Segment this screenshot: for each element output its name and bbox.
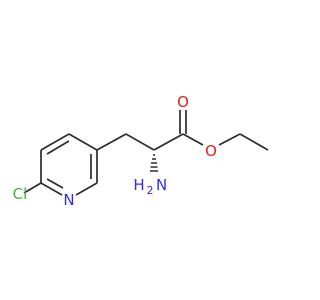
bond-c6-n1-inner: [46, 178, 64, 189]
stereo-hash-wedge: [150, 154, 158, 172]
bond-o-ch2: [218, 133, 241, 146]
ring-nitrogen-label: N: [63, 191, 74, 209]
molecule-structure: Cl N O O H 2 N: [13, 93, 269, 209]
amine-hydrogen-label: H: [133, 176, 144, 194]
amine-group: H 2 N: [133, 176, 167, 197]
bond-c-o-ester: [182, 133, 204, 146]
bond-calpha-ccarbonyl: [153, 133, 184, 151]
amine-nitrogen-label: N: [156, 176, 167, 194]
amine-hydrogen-count: 2: [147, 184, 154, 197]
pyridine-ring: [40, 133, 98, 196]
bond-n1-c2: [75, 182, 98, 196]
bond-ring-ch2: [96, 133, 127, 151]
bond-c6-n1: [40, 182, 63, 196]
bond-c4-c5-inner: [46, 140, 70, 155]
ester-oxygen-label: O: [205, 142, 217, 160]
bond-c4-c5: [40, 133, 70, 151]
bond-c3-c4: [68, 133, 98, 151]
bond-ch2-ch3: [239, 133, 269, 151]
bond-c6-cl: [23, 182, 42, 194]
carbonyl-oxygen-label: O: [177, 93, 189, 111]
chlorine-label: Cl: [13, 185, 28, 203]
bond-ch2-calpha: [125, 133, 155, 151]
molecule-canvas: Cl N O O H 2 N: [13, 93, 269, 209]
